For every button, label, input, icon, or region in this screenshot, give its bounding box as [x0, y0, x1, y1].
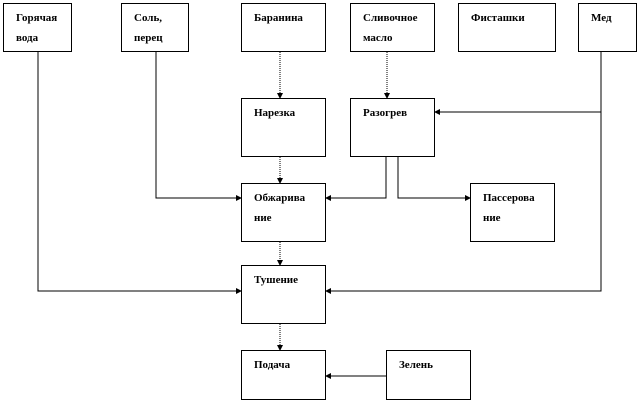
- node-hot-water: Горячая вода: [3, 3, 72, 52]
- node-label: Разогрев: [363, 107, 408, 119]
- node-label: Пассерова ние: [483, 192, 535, 224]
- node-butter: Сливочное масло: [350, 3, 435, 52]
- edge-salt-frying: [155, 52, 242, 201]
- node-pistachios: Фисташки: [458, 3, 556, 52]
- node-label: Обжарива ние: [254, 192, 306, 224]
- edge-honey-stewing: [325, 52, 602, 294]
- node-label: Нарезка: [254, 107, 296, 119]
- node-greens: Зелень: [386, 350, 471, 400]
- node-label: Соль, перец: [134, 12, 163, 44]
- node-label: Фисташки: [471, 12, 525, 24]
- node-label: Горячая вода: [16, 12, 58, 44]
- node-label: Мед: [591, 12, 612, 24]
- node-sauteing: Пассерова ние: [470, 183, 555, 242]
- node-label: Подача: [254, 359, 291, 371]
- node-lamb: Баранина: [241, 3, 326, 52]
- node-label: Баранина: [254, 12, 303, 24]
- node-heating: Разогрев: [350, 98, 435, 157]
- node-label: Зелень: [399, 359, 433, 371]
- edge-heating-frying: [325, 157, 387, 201]
- node-frying: Обжарива ние: [241, 183, 326, 242]
- node-serving: Подача: [241, 350, 326, 400]
- node-label: Тушение: [254, 274, 299, 286]
- node-stewing: Тушение: [241, 265, 326, 324]
- node-label: Сливочное масло: [363, 12, 418, 44]
- node-honey: Мед: [578, 3, 637, 52]
- edge-hot-water-stewing: [37, 52, 242, 294]
- node-salt-pepper: Соль, перец: [121, 3, 189, 52]
- edge-heating-sauteing: [397, 157, 471, 201]
- node-cutting: Нарезка: [241, 98, 326, 157]
